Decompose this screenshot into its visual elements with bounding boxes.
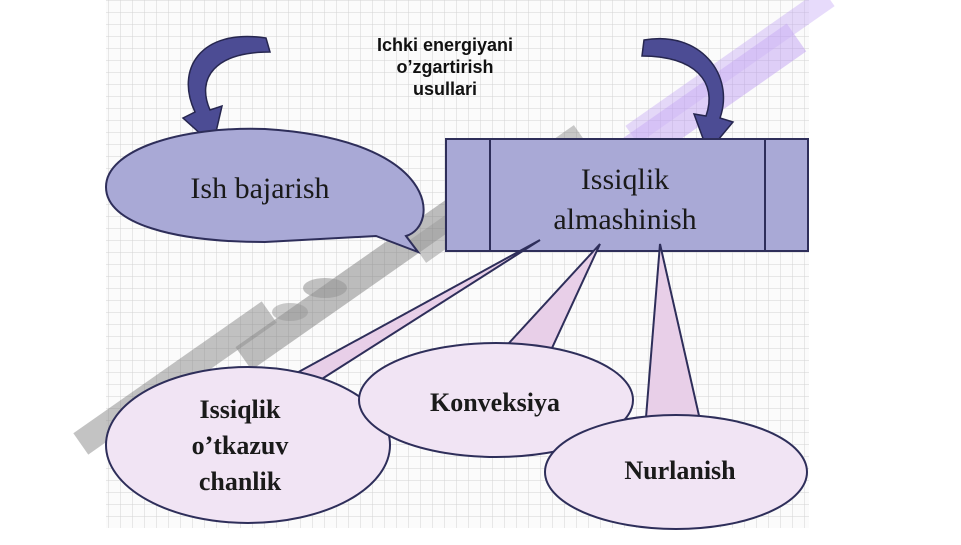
title-line-3: usullari bbox=[412, 79, 478, 99]
otkazuvchanlik-line-2: o’tkazuv bbox=[191, 431, 289, 460]
issiqlik-almashinish-line-2: almashinish bbox=[553, 203, 697, 236]
ish-bajarish-callout bbox=[104, 127, 425, 255]
issiqlik-almashinish-label: Issiqlik almashinish bbox=[520, 160, 730, 240]
issiqlik-otkazuvchanlik-bubble bbox=[105, 366, 391, 524]
title-line-1: Ichki energiyani bbox=[376, 35, 514, 55]
konveksiya-label: Konveksiya bbox=[429, 388, 561, 417]
nurlanish-bubble bbox=[544, 414, 808, 530]
issiqlik-almashinish-box bbox=[445, 138, 809, 252]
diagram-title: Ichki energiyani o’zgartirish usullari bbox=[330, 34, 560, 100]
issiqlik-almashinish-line-1: Issiqlik bbox=[580, 163, 670, 196]
otkazuvchanlik-line-1: Issiqlik bbox=[199, 395, 281, 424]
konveksiya-bubble bbox=[358, 342, 634, 458]
otkazuvchanlik-line-3: chanlik bbox=[198, 467, 282, 496]
title-line-2: o’zgartirish bbox=[396, 57, 494, 77]
nurlanish-label: Nurlanish bbox=[624, 456, 736, 485]
ish-bajarish-label: Ish bajarish bbox=[190, 172, 330, 205]
issiqlik-otkazuvchanlik-label: Issiqlik o’tkazuv chanlik bbox=[140, 392, 340, 500]
